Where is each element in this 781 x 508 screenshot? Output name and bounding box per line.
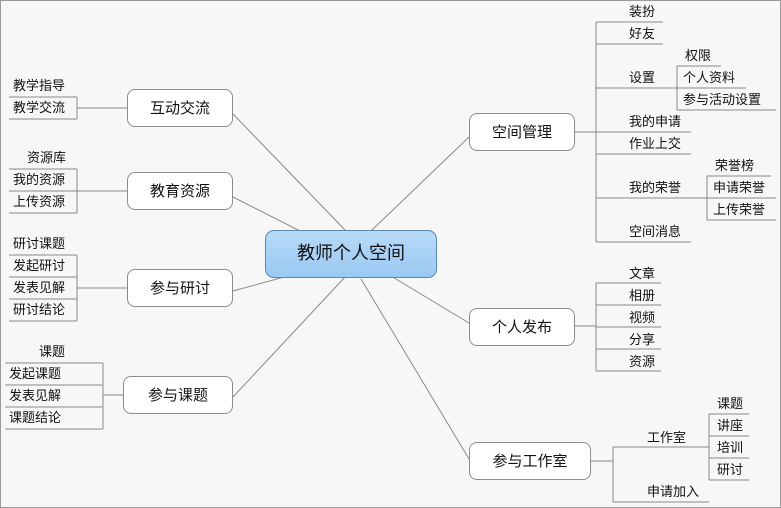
leaf-studio-topic[interactable]: 课题 (717, 397, 744, 412)
leaf-studio-research[interactable]: 研讨 (717, 463, 744, 478)
branch-studio[interactable]: 参与工作室 (469, 442, 591, 480)
leaf-research-topic[interactable]: 研讨课题 (13, 237, 66, 252)
leaf-space-messages[interactable]: 空间消息 (629, 225, 682, 240)
leaf-teaching-guidance[interactable]: 教学指导 (13, 79, 66, 94)
leaf-video[interactable]: 视频 (629, 311, 656, 326)
leaf-start-topic[interactable]: 发起课题 (9, 367, 62, 382)
leaf-album[interactable]: 相册 (629, 289, 656, 304)
leaf-profile[interactable]: 个人资料 (683, 71, 736, 86)
leaf-studio-lecture[interactable]: 讲座 (717, 419, 744, 434)
leaf-upload-honor[interactable]: 上传荣誉 (713, 203, 766, 218)
leaf-topic[interactable]: 课题 (39, 345, 66, 360)
leaf-start-research[interactable]: 发起研讨 (13, 259, 66, 274)
branch-interaction[interactable]: 互动交流 (127, 89, 233, 127)
branch-resources[interactable]: 教育资源 (127, 172, 233, 210)
branch-topics[interactable]: 参与课题 (123, 376, 233, 414)
leaf-resource-library[interactable]: 资源库 (27, 151, 67, 166)
leaf-my-applications[interactable]: 我的申请 (629, 115, 682, 130)
leaf-topic-conclusion[interactable]: 课题结论 (9, 411, 62, 426)
leaf-settings[interactable]: 设置 (629, 71, 656, 86)
leaf-apply-join[interactable]: 申请加入 (647, 485, 700, 500)
leaf-homework-submit[interactable]: 作业上交 (629, 137, 682, 152)
leaf-studio[interactable]: 工作室 (647, 431, 687, 446)
leaf-honor-board[interactable]: 荣誉榜 (715, 159, 755, 174)
leaf-friends[interactable]: 好友 (629, 27, 656, 42)
leaf-activity-settings[interactable]: 参与活动设置 (683, 93, 762, 108)
leaf-apply-honor[interactable]: 申请荣誉 (713, 181, 766, 196)
branch-space-management[interactable]: 空间管理 (469, 113, 575, 151)
leaf-resources[interactable]: 资源 (629, 355, 656, 370)
leaf-post-opinion[interactable]: 发表见解 (13, 281, 66, 296)
leaf-upload-resources[interactable]: 上传资源 (13, 195, 66, 210)
leaf-permissions[interactable]: 权限 (685, 49, 712, 64)
leaf-research-conclusion[interactable]: 研讨结论 (13, 303, 66, 318)
leaf-studio-training[interactable]: 培训 (717, 441, 744, 456)
leaf-article[interactable]: 文章 (629, 267, 656, 282)
leaf-my-resources[interactable]: 我的资源 (13, 173, 66, 188)
leaf-dress-up[interactable]: 装扮 (629, 5, 656, 20)
leaf-my-honors[interactable]: 我的荣誉 (629, 181, 682, 196)
branch-research[interactable]: 参与研讨 (127, 269, 233, 307)
root-node[interactable]: 教师个人空间 (265, 230, 437, 278)
branch-personal-publish[interactable]: 个人发布 (469, 308, 575, 346)
leaf-teaching-exchange[interactable]: 教学交流 (13, 101, 66, 116)
leaf-topic-opinion[interactable]: 发表见解 (9, 389, 62, 404)
leaf-share[interactable]: 分享 (629, 333, 656, 348)
